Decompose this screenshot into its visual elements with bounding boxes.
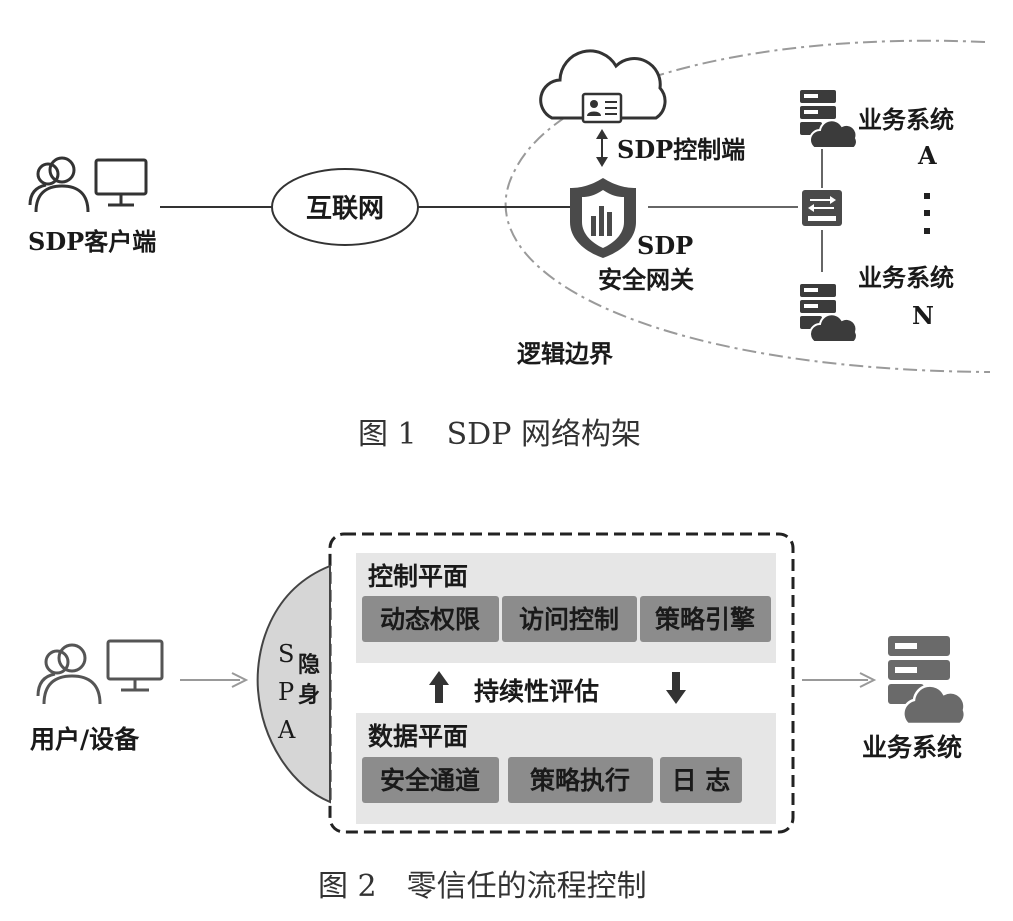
system-n-label-2: N xyxy=(912,301,934,330)
system-a-label-1: 业务系统 xyxy=(858,105,954,134)
module-policy-engine xyxy=(640,596,771,642)
user-computer-icon xyxy=(28,156,148,213)
module-policy-enforcement-label: 策略执行 xyxy=(530,766,630,795)
user-device-label: 用户/设备 xyxy=(30,725,140,754)
down-arrow-icon xyxy=(666,672,686,704)
hide-char-1: 隐 xyxy=(298,652,320,678)
id-card-icon xyxy=(581,92,623,124)
spa-letter-p: P xyxy=(278,678,294,706)
up-arrow-icon xyxy=(429,671,449,703)
sdp-gateway-label-1: SDP xyxy=(637,231,693,260)
figure2-caption: 图 2 零信任的流程控制 xyxy=(318,869,647,904)
server-icon xyxy=(888,636,967,726)
shield-icon xyxy=(570,178,636,258)
user-computer-icon xyxy=(36,639,164,705)
vertical-ellipsis xyxy=(924,193,930,234)
module-log xyxy=(660,757,742,803)
module-log-label: 日 志 xyxy=(672,766,731,795)
cloud-icon xyxy=(539,49,667,120)
module-secure-channel-label: 安全通道 xyxy=(380,766,480,795)
server-icon xyxy=(799,89,858,149)
sdp-controller-label: SDP控制端 xyxy=(617,135,745,164)
user-spa-arrow xyxy=(180,672,249,688)
module-policy-enforcement xyxy=(508,757,653,803)
sdp-client-label: SDP客户端 xyxy=(28,227,156,256)
module-access-control xyxy=(502,596,637,642)
module-policy-engine-label: 策略引擎 xyxy=(655,605,755,634)
system-n-label-1: 业务系统 xyxy=(858,263,954,292)
data-plane-title: 数据平面 xyxy=(368,722,468,751)
server-icon xyxy=(799,283,858,343)
figure1-caption: 图 1 SDP 网络构架 xyxy=(358,417,641,452)
controller-gateway-arrow xyxy=(596,129,608,167)
spa-letter-a: A xyxy=(277,716,296,744)
control-plane-title: 控制平面 xyxy=(368,562,468,591)
business-system-label: 业务系统 xyxy=(862,733,962,762)
spa-letter-s: S xyxy=(278,640,294,668)
module-secure-channel xyxy=(362,757,499,803)
box-system-arrow xyxy=(802,672,877,688)
continuous-evaluation-label: 持续性评估 xyxy=(474,677,599,706)
spa-shield xyxy=(256,564,331,804)
switch-icon xyxy=(802,190,842,226)
module-dynamic-permission xyxy=(362,596,499,642)
hide-char-2: 身 xyxy=(298,682,320,708)
internet-label: 互联网 xyxy=(306,194,384,224)
module-dynamic-permission-label: 动态权限 xyxy=(380,605,480,634)
sdp-gateway-label-2: 安全网关 xyxy=(598,265,694,294)
logical-boundary-label: 逻辑边界 xyxy=(517,339,613,368)
module-access-control-label: 访问控制 xyxy=(519,605,619,634)
logical-boundary-arc xyxy=(504,39,991,373)
system-a-label-2: A xyxy=(917,141,937,170)
